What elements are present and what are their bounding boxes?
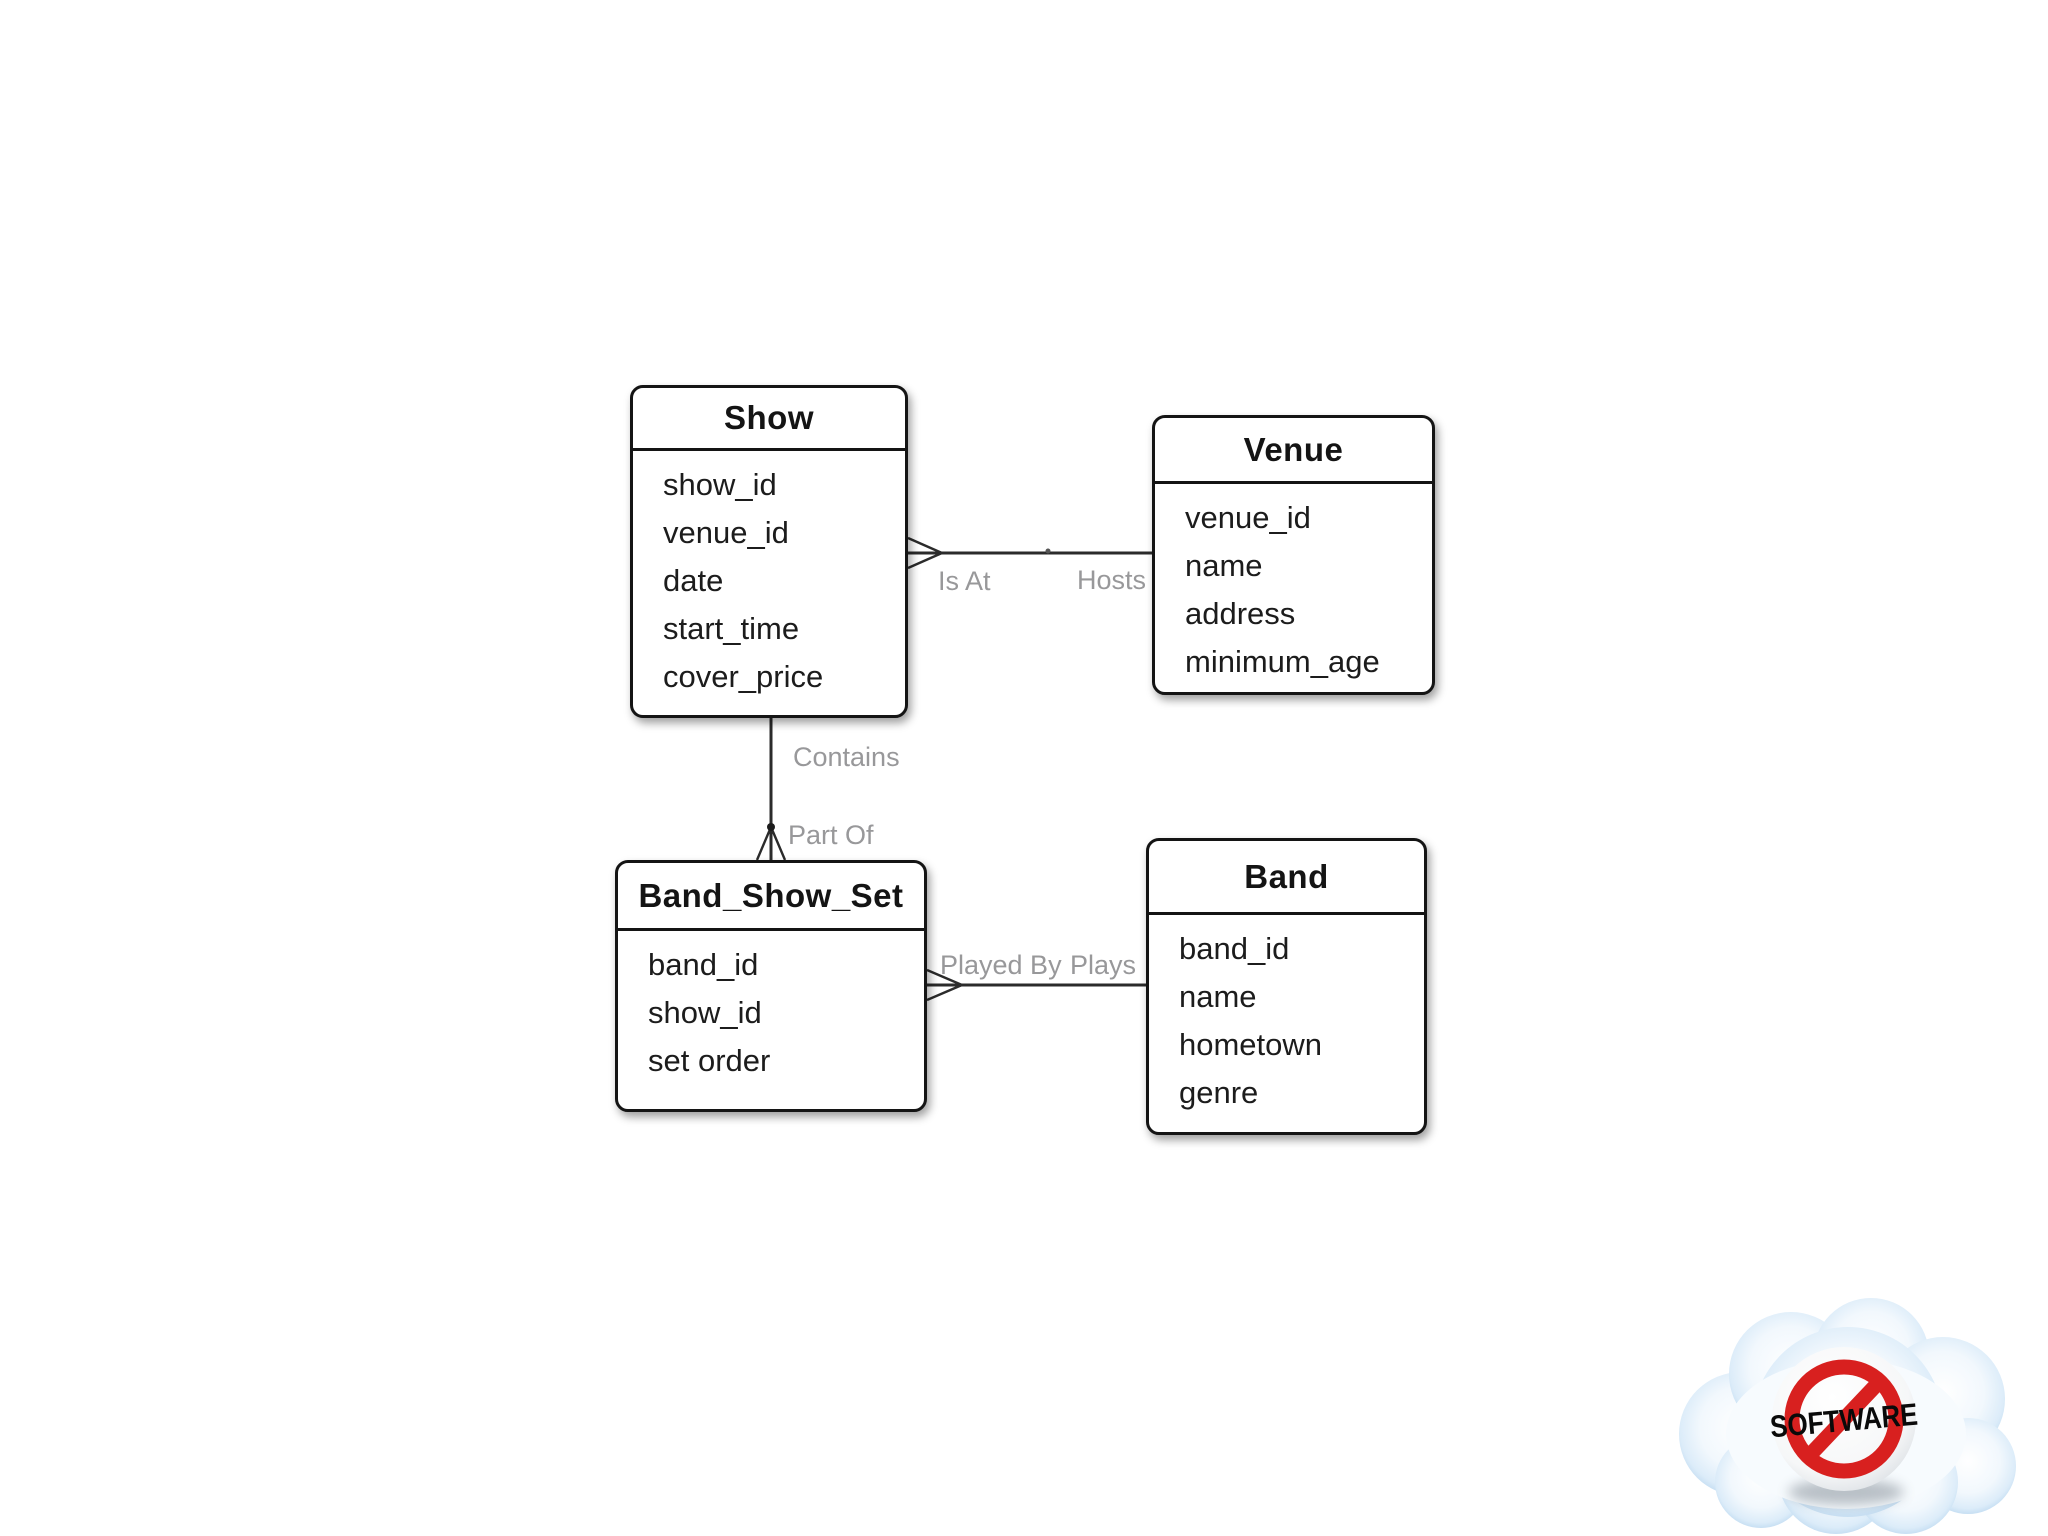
entity-attribute: show_id (663, 467, 777, 502)
connector-show-venue (907, 536, 1152, 570)
entity-show-title: Show (633, 388, 905, 451)
relationship-label-is-at: Is At (938, 566, 991, 596)
prohibition-sign-icon: SOFTWARE (1769, 1347, 1919, 1505)
entity-attribute: cover_price (663, 659, 824, 694)
entity-attribute: start_time (663, 611, 800, 646)
entity-band-show-set-title: Band_Show_Set (618, 863, 924, 931)
entity-attribute: venue_id (1185, 500, 1311, 535)
no-software-logo: SOFTWARE (1679, 1298, 2016, 1534)
entity-band-title: Band (1149, 841, 1424, 915)
relationship-label-played-by: Played By (940, 950, 1062, 980)
entity-attribute: name (1185, 548, 1263, 583)
relationship-label-hosts: Hosts (1077, 565, 1147, 595)
crows-foot-many-icon (907, 536, 943, 570)
relationship-label-plays: Plays (1070, 950, 1137, 980)
entity-attribute: name (1179, 979, 1257, 1014)
entity-attribute: set order (648, 1043, 771, 1078)
entity-attribute: genre (1179, 1075, 1259, 1110)
entity-attribute: hometown (1179, 1027, 1323, 1062)
crows-foot-many-icon (755, 823, 787, 861)
entity-attribute: band_id (1179, 931, 1290, 966)
relationship-label-contains: Contains (793, 742, 900, 772)
entity-attribute: minimum_age (1185, 644, 1380, 679)
entity-attribute: show_id (648, 995, 762, 1030)
entity-venue-title: Venue (1155, 418, 1432, 484)
relationship-label-part-of: Part Of (788, 820, 874, 850)
entity-attribute: address (1185, 596, 1296, 631)
connector-show-bandshowset (755, 718, 787, 861)
entity-attribute: band_id (648, 947, 759, 982)
entity-attribute: date (663, 563, 724, 598)
entity-attribute: venue_id (663, 515, 789, 550)
